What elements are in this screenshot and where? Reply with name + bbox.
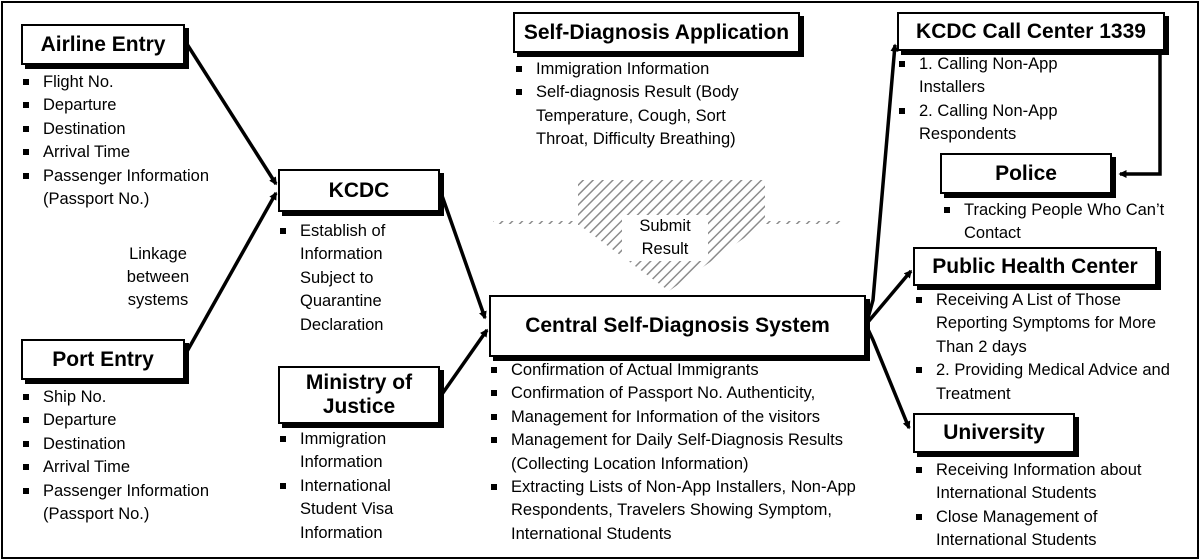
list-item: Management for Information of the visito… [489, 406, 889, 429]
police-box: Police [940, 153, 1112, 194]
list-item: Passenger Information (Passport No.) [21, 165, 261, 212]
list-item: Confirmation of Actual Immigrants [489, 359, 889, 382]
arrow-port-to-kcdc [183, 191, 278, 356]
list-item: Extracting Lists of Non-App Installers, … [489, 476, 889, 546]
list-item: Passenger Information (Passport No.) [21, 480, 261, 527]
list-item: Departure [21, 94, 261, 117]
self-diagnosis-app-box: Self-Diagnosis Application [513, 12, 800, 53]
list-item: Confirmation of Passport No. Authenticit… [489, 382, 889, 405]
port-entry-box: Port Entry [21, 339, 185, 380]
list-item: Departure [21, 409, 261, 432]
public-health-center-list: Receiving A List of Those Reporting Symp… [914, 289, 1174, 406]
list-item: Arrival Time [21, 141, 261, 164]
list-item: Self-diagnosis Result (Body Temperature,… [514, 81, 754, 151]
list-item: Receiving Information about Internationa… [914, 459, 1174, 506]
list-item: 2. Providing Medical Advice and Treatmen… [914, 359, 1174, 406]
list-item: Immigration Information [278, 428, 438, 475]
self-diagnosis-app-list: Immigration Information Self-diagnosis R… [514, 58, 754, 152]
university-box: University [913, 413, 1075, 453]
submit-result-label: Submit Result [622, 215, 708, 261]
list-item: Flight No. [21, 71, 261, 94]
list-item: 2. Calling Non-App Respondents [897, 100, 1097, 147]
list-item: Destination [21, 433, 261, 456]
arrow-airline-to-kcdc [183, 40, 278, 186]
arrow-central-to-callcenter [864, 43, 899, 326]
central-system-box: Central Self-Diagnosis System [489, 295, 866, 357]
ministry-of-justice-list: Immigration Information International St… [278, 428, 438, 545]
list-item: Destination [21, 118, 261, 141]
call-center-box: KCDC Call Center 1339 [897, 12, 1165, 51]
kcdc-list: Establish of Information Subject to Quar… [278, 220, 438, 337]
airline-entry-box: Airline Entry [21, 24, 185, 65]
port-entry-list: Ship No. Departure Destination Arrival T… [21, 386, 261, 526]
airline-entry-list: Flight No. Departure Destination Arrival… [21, 71, 261, 211]
arrow-kcdc-to-central [438, 189, 487, 320]
arrow-central-to-phc [866, 269, 913, 324]
arrow-callcenter-to-police [1118, 50, 1162, 178]
police-list: Tracking People Who Can’t Contact [942, 199, 1172, 246]
list-item: International Student Visa Information [278, 475, 438, 545]
list-item: Ship No. [21, 386, 261, 409]
central-system-list: Confirmation of Actual Immigrants Confir… [489, 359, 889, 546]
list-item: 1. Calling Non-App Installers [897, 53, 1097, 100]
ministry-of-justice-box: Ministry of Justice [278, 366, 440, 424]
public-health-center-box: Public Health Center [913, 247, 1157, 286]
list-item: Arrival Time [21, 456, 261, 479]
list-item: Immigration Information [514, 58, 754, 81]
list-item: Close Management of International Studen… [914, 506, 1174, 553]
arrow-central-to-univ [864, 324, 911, 430]
kcdc-box: KCDC [278, 169, 440, 212]
linkage-label: Linkage between systems [126, 245, 190, 309]
university-list: Receiving Information about Internationa… [914, 459, 1174, 553]
list-item: Management for Daily Self-Diagnosis Resu… [489, 429, 889, 476]
arrow-moj-to-central [438, 328, 489, 399]
call-center-list: 1. Calling Non-App Installers 2. Calling… [897, 53, 1097, 147]
list-item: Receiving A List of Those Reporting Symp… [914, 289, 1174, 359]
list-item: Establish of Information Subject to Quar… [278, 220, 438, 337]
list-item: Tracking People Who Can’t Contact [942, 199, 1172, 246]
